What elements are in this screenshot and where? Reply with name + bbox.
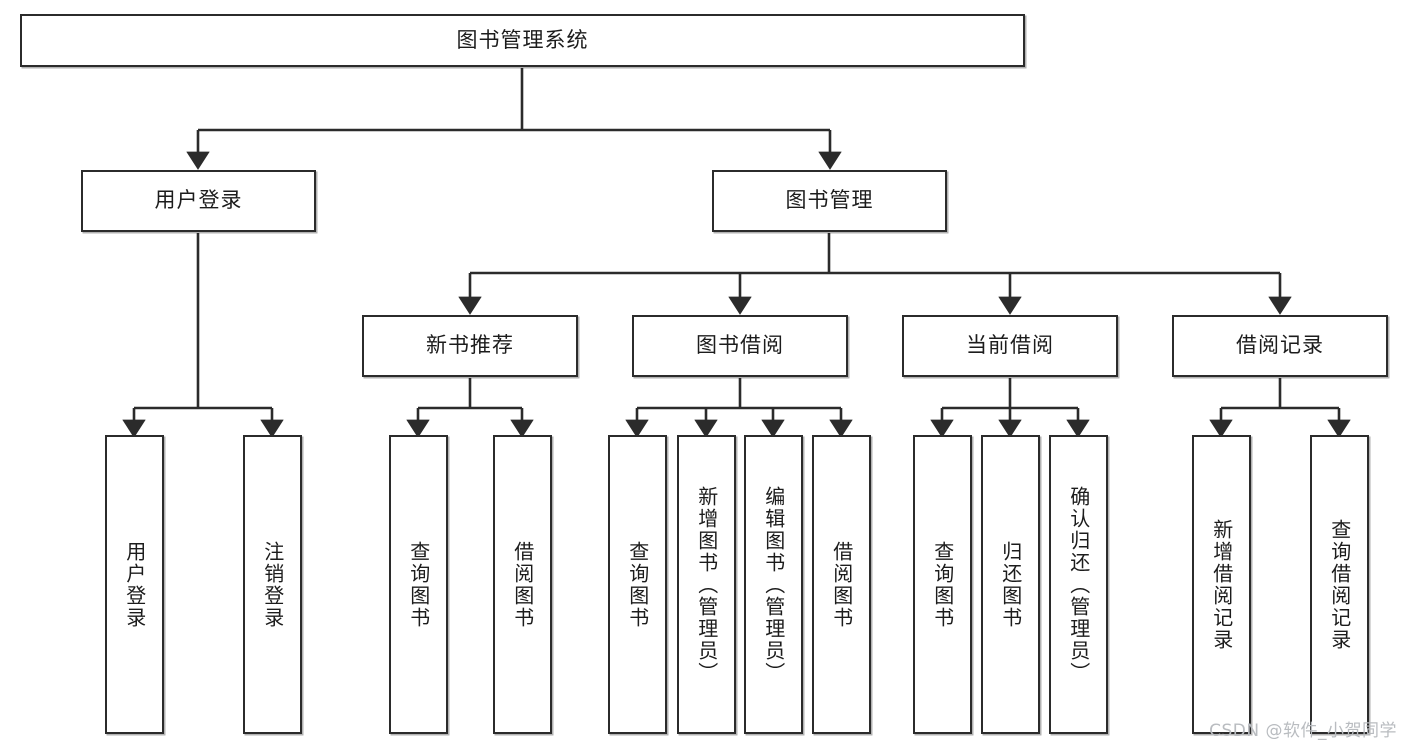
node-label: 注销登录 xyxy=(260,540,285,629)
node-label: 新增借阅记录 xyxy=(1209,518,1234,651)
node-label: 查询借阅记录 xyxy=(1327,518,1352,651)
watermark: CSDN @软件_小贺同学 xyxy=(1209,721,1397,741)
node-label: 借阅记录 xyxy=(1236,333,1324,358)
node-label: 新增图书（管理员） xyxy=(694,485,719,684)
node-label: 查询图书 xyxy=(930,540,955,629)
node-label: 当前借阅 xyxy=(966,333,1054,358)
leaf-user-login-login[interactable]: 用户登录 xyxy=(105,435,164,734)
leaf-book-borrow-borrow[interactable]: 借阅图书 xyxy=(812,435,871,734)
leaf-borrow-record-query[interactable]: 查询借阅记录 xyxy=(1310,435,1369,734)
node-label: 图书管理 xyxy=(785,188,874,213)
node-label: 借阅图书 xyxy=(829,540,854,629)
node-user-login[interactable]: 用户登录 xyxy=(81,170,316,232)
leaf-borrow-record-add[interactable]: 新增借阅记录 xyxy=(1192,435,1251,734)
node-current-borrow[interactable]: 当前借阅 xyxy=(902,315,1118,377)
node-label: 图书借阅 xyxy=(696,333,784,358)
node-label: 用户登录 xyxy=(154,188,243,213)
node-label: 编辑图书（管理员） xyxy=(761,485,786,684)
leaf-user-login-logout[interactable]: 注销登录 xyxy=(243,435,302,734)
leaf-new-book-borrow[interactable]: 借阅图书 xyxy=(493,435,552,734)
node-label: 确认归还（管理员） xyxy=(1066,485,1091,684)
node-label: 新书推荐 xyxy=(426,333,514,358)
leaf-book-borrow-add[interactable]: 新增图书（管理员） xyxy=(677,435,736,734)
leaf-current-borrow-return[interactable]: 归还图书 xyxy=(981,435,1040,734)
leaf-book-borrow-query[interactable]: 查询图书 xyxy=(608,435,667,734)
leaf-current-borrow-query[interactable]: 查询图书 xyxy=(913,435,972,734)
leaf-new-book-query[interactable]: 查询图书 xyxy=(389,435,448,734)
node-borrow-record[interactable]: 借阅记录 xyxy=(1172,315,1388,377)
node-label: 用户登录 xyxy=(122,540,147,629)
leaf-book-borrow-edit[interactable]: 编辑图书（管理员） xyxy=(744,435,803,734)
node-label: 查询图书 xyxy=(625,540,650,629)
node-book-management[interactable]: 图书管理 xyxy=(712,170,947,232)
node-root-system[interactable]: 图书管理系统 xyxy=(20,14,1025,67)
node-book-borrow[interactable]: 图书借阅 xyxy=(632,315,848,377)
node-new-book-recommend[interactable]: 新书推荐 xyxy=(362,315,578,377)
node-label: 查询图书 xyxy=(406,540,431,629)
node-label: 归还图书 xyxy=(998,540,1023,629)
leaf-current-borrow-confirm-return[interactable]: 确认归还（管理员） xyxy=(1049,435,1108,734)
node-label: 图书管理系统 xyxy=(456,27,589,52)
node-label: 借阅图书 xyxy=(510,540,535,629)
